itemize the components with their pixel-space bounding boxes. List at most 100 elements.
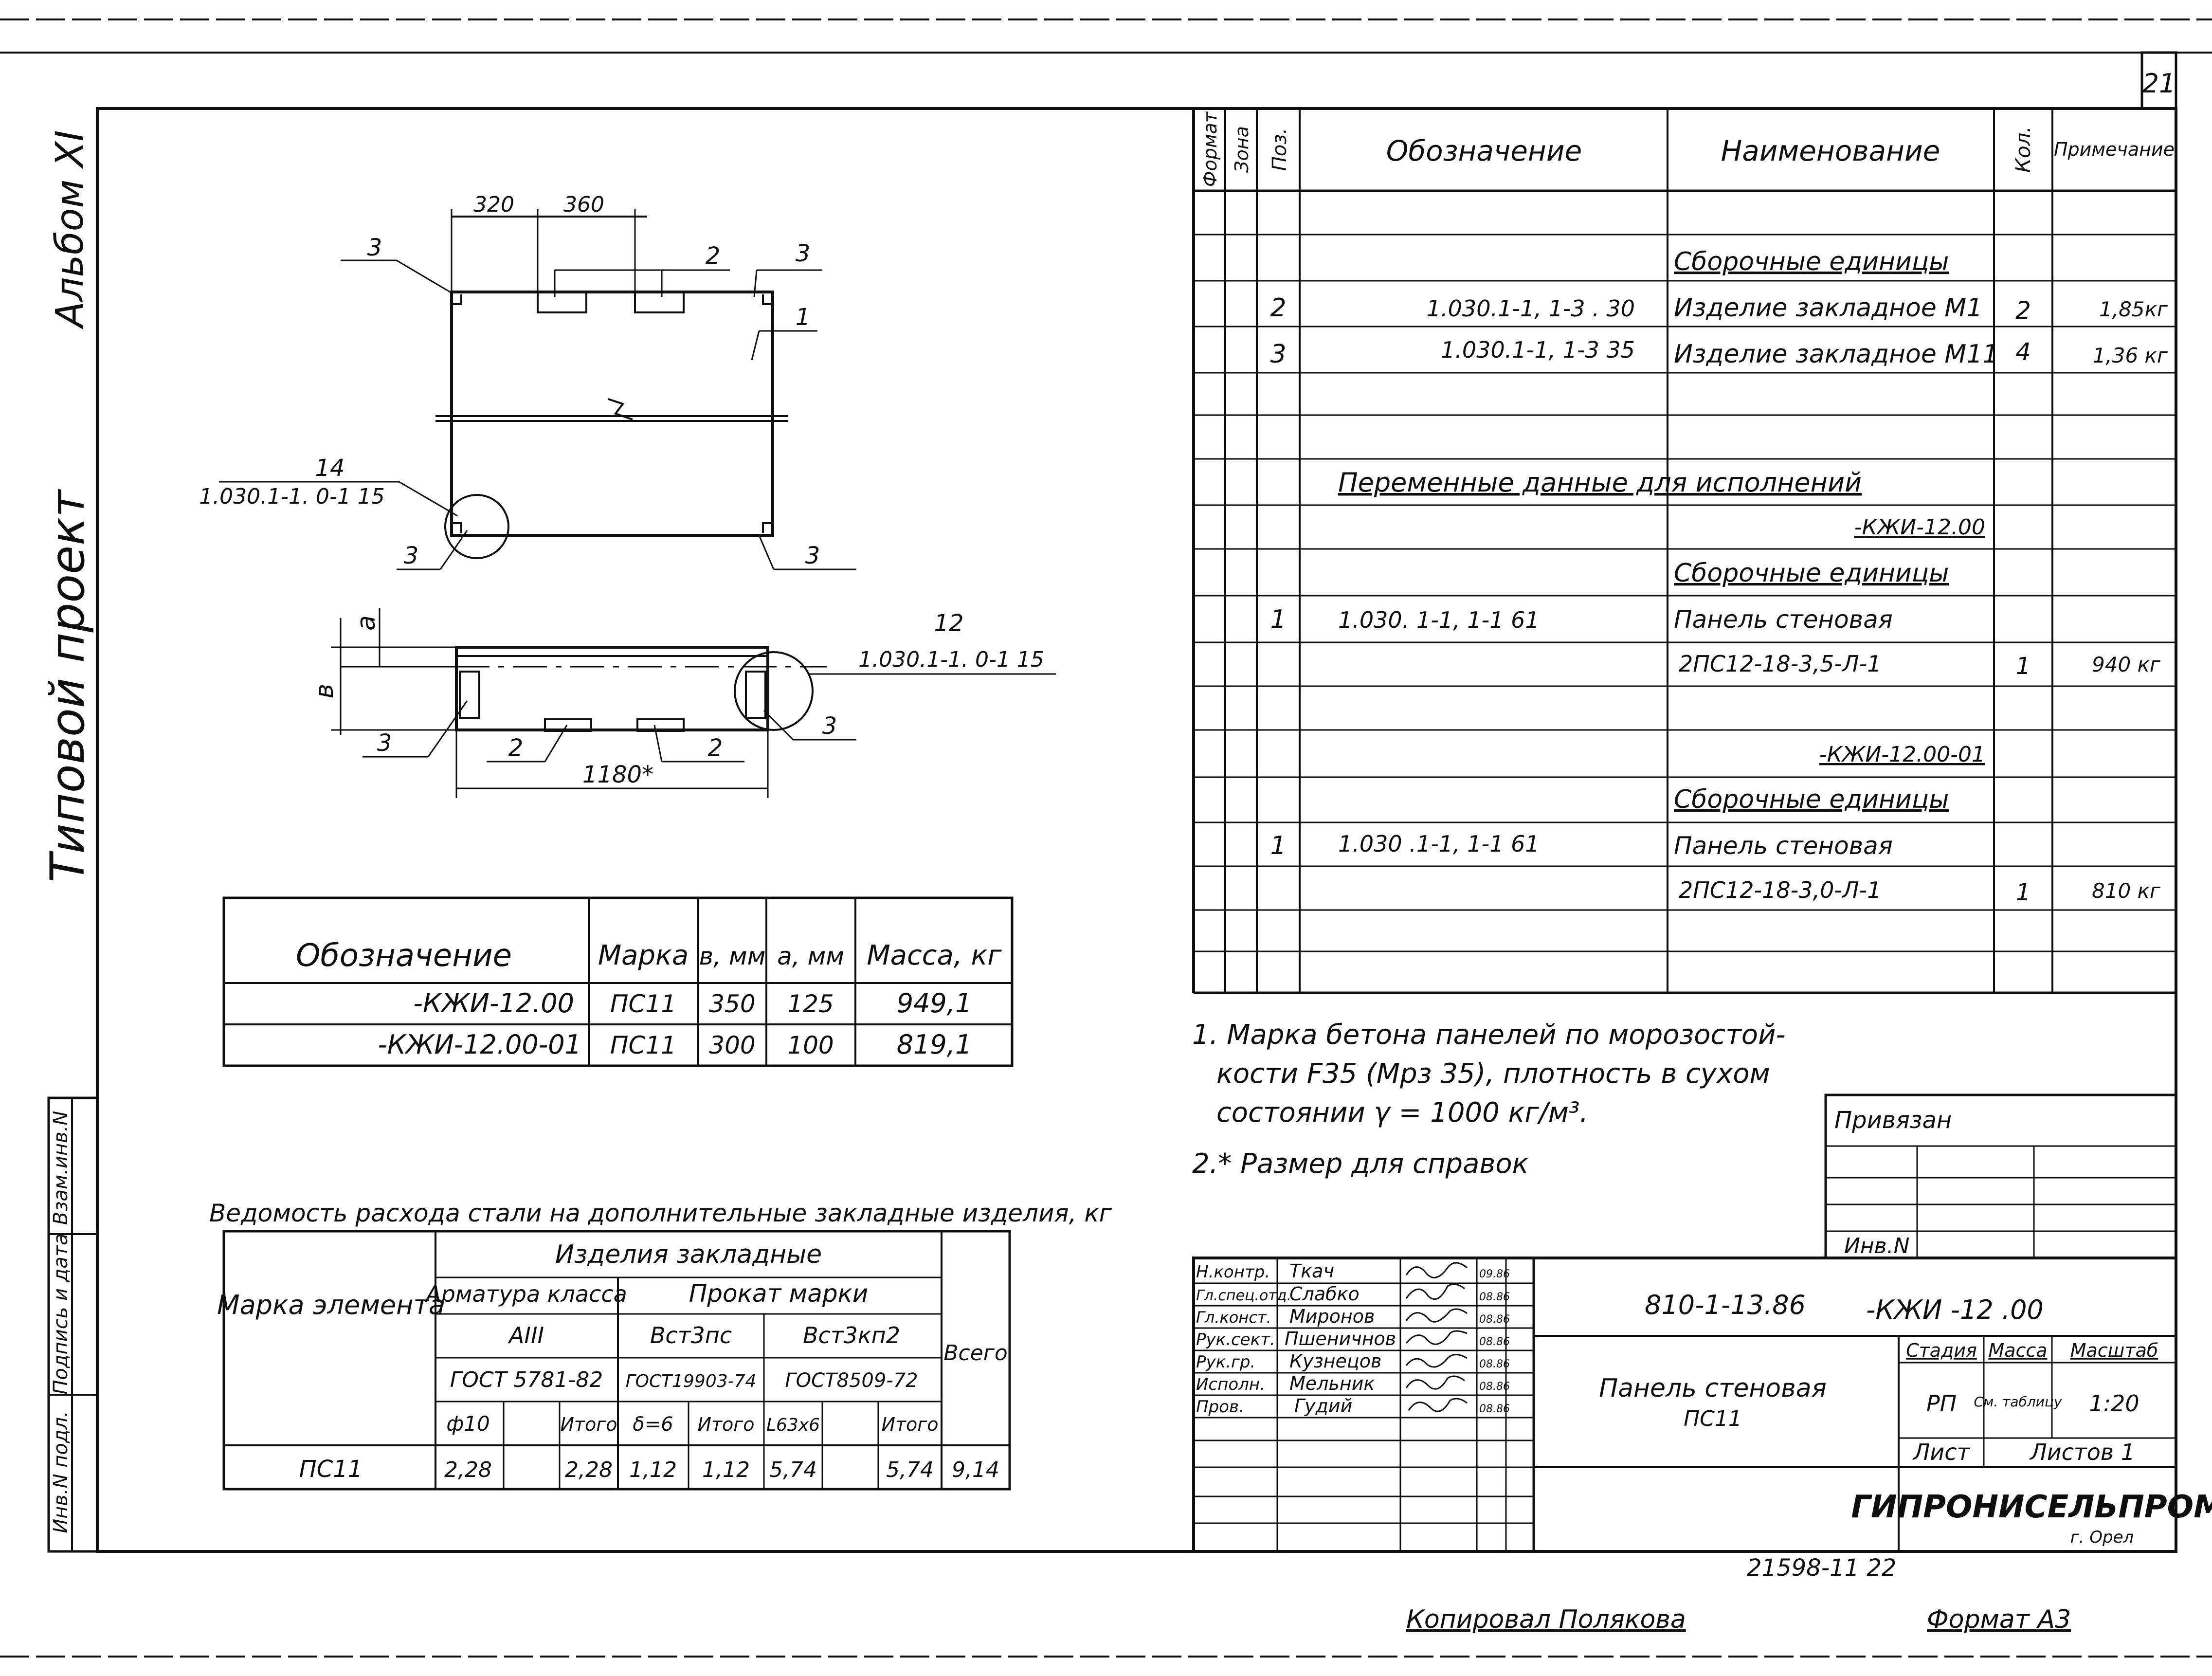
spec-m1-name: Изделие закладное М1	[1674, 293, 1982, 323]
stamp-sheet-h: Лист	[1912, 1439, 1971, 1465]
stamp-title-1: Панель стеновая	[1599, 1374, 1827, 1403]
top-callout-ref: 1.030.1-1. 0-1 15	[199, 484, 385, 509]
steel-row-f10: 2,28	[444, 1457, 492, 1482]
top-pos-1: 1	[796, 304, 811, 331]
mark-r2-mark: ПС11	[610, 1031, 676, 1059]
person-3-date: 08.86	[1479, 1313, 1510, 1326]
spec-variable-data: Переменные данные для исполнений	[1338, 467, 1862, 498]
top-pos-2: 2	[706, 242, 721, 270]
spec-p2-designation: 1.030 .1-1, 1-1 61	[1338, 831, 1540, 857]
stamp-city: г. Орел	[2070, 1528, 2134, 1547]
person-2-date: 08.86	[1479, 1291, 1510, 1303]
spec-variant-2: -КЖИ-12.00-01	[1819, 742, 1985, 767]
spec-table: Формат Зона Поз. Обозначение Наименовани…	[1192, 109, 2176, 994]
steel-th-rolled: Прокат марки	[689, 1279, 869, 1308]
stamp-org: ГИПРОНИСЕЛЬПРОМ	[1851, 1489, 2212, 1525]
stamp-mass: См. таблицу	[1974, 1394, 2062, 1410]
spec-assembly-2: Сборочные единицы	[1674, 559, 1949, 588]
top-dim-320: 320	[473, 192, 514, 217]
spec-assembly-3: Сборочные единицы	[1674, 785, 1949, 814]
section-callout-ref: 1.030.1-1. 0-1 15	[858, 647, 1044, 672]
signature-7	[1408, 1398, 1468, 1412]
steel-th-items: Изделия закладные	[555, 1240, 822, 1269]
steel-th-itogo2: Итого	[697, 1414, 754, 1435]
person-7-name: Гудий	[1294, 1395, 1352, 1417]
main-frame	[96, 107, 2177, 1553]
signature-2	[1405, 1283, 1465, 1300]
spec-variant-1: -КЖИ-12.00	[1854, 515, 1985, 540]
spec-m1-designation: 1.030.1-1, 1-3 . 30	[1427, 295, 1635, 322]
stamp-code: 810-1-13.86	[1645, 1290, 1806, 1320]
steel-row-itogo3: 5,74	[886, 1457, 934, 1482]
side-stamp-inventory: Инв.N подл.	[50, 1411, 72, 1533]
person-1-name: Ткач	[1289, 1260, 1334, 1282]
mark-th-b: в, мм	[699, 942, 766, 970]
person-6-role: Исполн.	[1196, 1375, 1265, 1394]
steel-th-a3: АIII	[508, 1322, 544, 1348]
copied-by: Копировал Полякова	[1406, 1605, 1686, 1634]
spec-p2-qty: 1	[2016, 879, 2031, 906]
note-line-1: 1. Марка бетона панелей по морозостой-	[1192, 1019, 1786, 1051]
mark-r1-designation: -КЖИ-12.00	[414, 988, 574, 1019]
steel-th-itogo3: Итого	[881, 1414, 938, 1435]
person-1-role: Н.контр.	[1196, 1262, 1270, 1282]
spec-p2-name: Панель стеновая	[1674, 832, 1893, 860]
spec-th-pos: Поз.	[1269, 128, 1291, 171]
mark-th-mass: Масса, кг	[867, 940, 1002, 971]
person-6-date: 08.86	[1479, 1381, 1510, 1393]
person-4-name: Пшеничнов	[1285, 1328, 1396, 1349]
sheet-number: 21	[2142, 68, 2176, 99]
section-dim-b: в	[310, 684, 339, 699]
steel-th-gost19903: ГОСТ19903-74	[626, 1371, 757, 1391]
person-4-date: 08.86	[1479, 1336, 1510, 1348]
spec-th-name: Наименование	[1721, 134, 1940, 167]
person-1-date: 09.86	[1479, 1268, 1510, 1280]
spec-p1-note: 940 кг	[2092, 653, 2161, 676]
steel-th-f10: ф10	[446, 1412, 490, 1436]
signature-5	[1405, 1354, 1468, 1368]
mark-r1-mark: ПС11	[610, 990, 676, 1018]
spec-p1-name: Панель стеновая	[1674, 605, 1893, 634]
spec-p2-note: 810 кг	[2092, 879, 2161, 903]
steel-th-rebar: Арматура класса	[424, 1281, 627, 1307]
note-line-3: состоянии γ = 1000 кг/м³.	[1216, 1097, 1588, 1129]
steel-table: Ведомость расхода стали на дополнительны…	[209, 1199, 1112, 1491]
steel-th-element-1: Марка элемента	[217, 1290, 445, 1320]
stamp-scale-h: Масштаб	[2070, 1340, 2158, 1361]
note-line-4: 2.* Размер для справок	[1192, 1148, 1529, 1180]
top-pos-3b: 3	[796, 240, 811, 267]
panel-section-view: а в 12 1.030.1-1. 0-1 15 3 3 2 2 1180*	[310, 608, 1056, 798]
steel-row-itogo1: 2,28	[565, 1457, 613, 1482]
section-pos-2b: 2	[708, 734, 723, 762]
spec-th-zone: Зона	[1231, 126, 1252, 173]
mark-r1-mass: 949,1	[897, 988, 972, 1019]
spec-p1-pos: 1	[1270, 605, 1286, 634]
person-6-name: Мельник	[1289, 1373, 1375, 1394]
stamp-code-suffix: -КЖИ -12 .00	[1866, 1294, 2044, 1325]
mark-r2-a: 100	[787, 1031, 834, 1059]
person-5-name: Кузнецов	[1289, 1350, 1381, 1372]
section-pos-2a: 2	[508, 734, 524, 762]
spec-th-format: Формат	[1199, 111, 1221, 187]
spec-m11-designation: 1.030.1-1, 1-3 35	[1441, 337, 1635, 363]
steel-th-vst3kp2: Вст3кп2	[803, 1322, 900, 1348]
spec-m11-note: 1,36 кг	[2093, 344, 2168, 367]
mark-table: Обозначение Марка в, мм а, мм Масса, кг …	[222, 896, 1014, 1067]
sheet-format: Формат А3	[1927, 1605, 2071, 1634]
steel-table-title: Ведомость расхода стали на дополнительны…	[209, 1199, 1112, 1227]
mark-r2-mass: 819,1	[897, 1029, 972, 1060]
steel-th-gost8509: ГОСТ8509-72	[785, 1369, 918, 1392]
person-4-role: Рук.сект.	[1196, 1330, 1275, 1349]
person-7-date: 08.86	[1479, 1403, 1510, 1415]
project-type-label: Типовой проект	[40, 489, 95, 882]
steel-row-mark: ПС11	[299, 1456, 363, 1483]
section-dim-a: а	[352, 615, 381, 631]
steel-th-vst3ps: Вст3пс	[650, 1322, 732, 1348]
steel-th-itogo1: Итого	[560, 1414, 617, 1435]
stamp-scale: 1:20	[2089, 1390, 2139, 1417]
steel-row-total: 9,14	[952, 1457, 999, 1482]
mark-r2-b: 300	[709, 1031, 755, 1059]
spec-th-designation: Обозначение	[1386, 134, 1582, 167]
section-pos-3b: 3	[822, 712, 837, 740]
signature-6	[1405, 1375, 1465, 1390]
